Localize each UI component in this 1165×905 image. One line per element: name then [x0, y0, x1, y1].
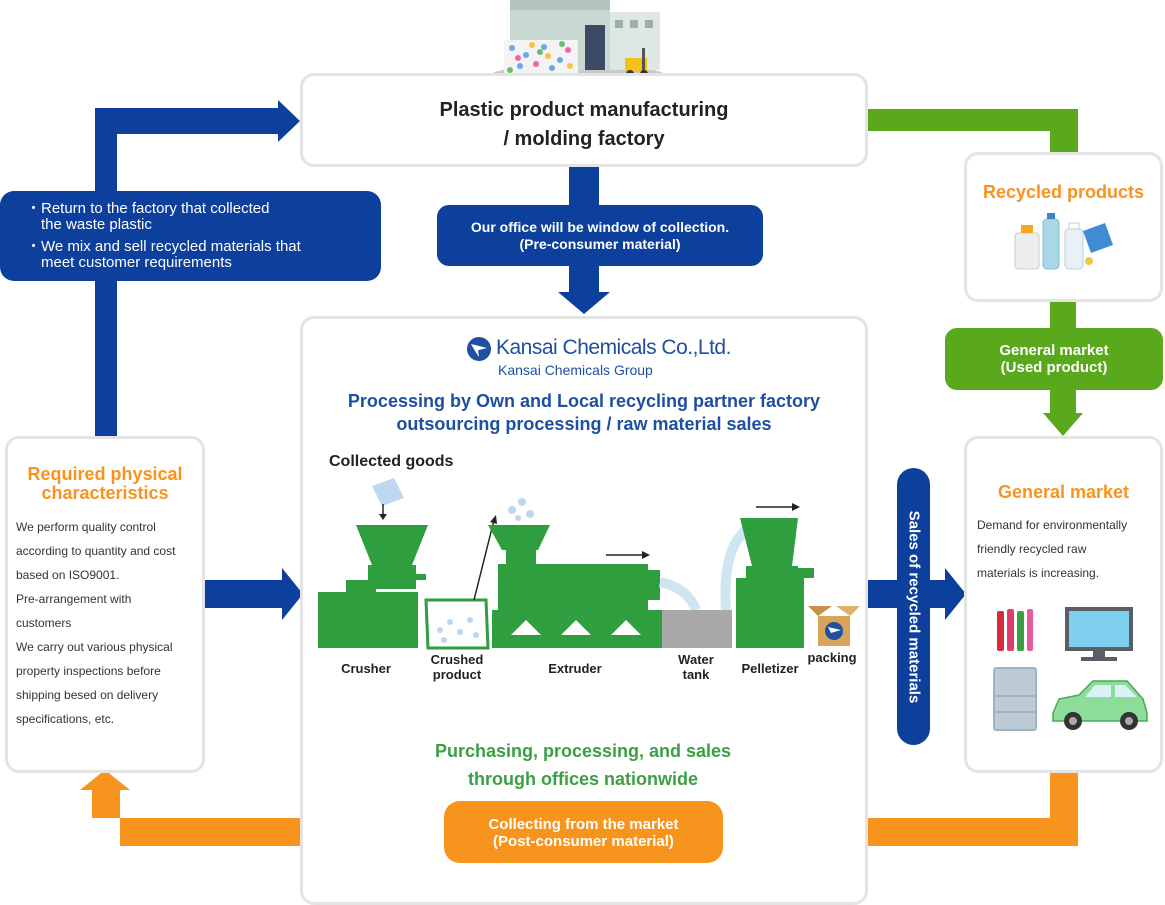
- supply-right-arrow: [205, 568, 303, 620]
- company-logo-icon: [467, 337, 491, 361]
- fridge-icon: [993, 667, 1037, 731]
- packing-box: [808, 606, 860, 646]
- required-title-line2: characteristics: [41, 483, 169, 503]
- processing-title-line1: Processing by Own and Local recycling pa…: [347, 391, 821, 411]
- general-market-text-line: materials is increasing.: [977, 566, 1100, 580]
- pelletizer-label: Pelletizer: [741, 661, 799, 676]
- factory-title-line1: Plastic product manufacturing: [439, 99, 729, 121]
- required-box: Required physical characteristics We per…: [5, 436, 205, 773]
- general-market-used-line2: (Used product): [1000, 359, 1108, 376]
- factory-illustration: [492, 0, 664, 82]
- general-market-text-line: friendly recycled raw: [977, 542, 1087, 556]
- crusher-machine: [318, 525, 428, 648]
- return-note-item1-line2: the waste plastic: [41, 216, 152, 233]
- collecting-pill: Collecting from the market (Post-consume…: [444, 801, 723, 863]
- general-market-text-line: Demand for environmentally: [977, 518, 1128, 532]
- required-text-line: specifications, etc.: [16, 712, 115, 726]
- factory-title-line2: / molding factory: [503, 128, 665, 150]
- general-market-used-line1: General market: [999, 342, 1109, 359]
- office-window-line2: (Pre-consumer material): [519, 236, 681, 252]
- general-market-title: General market: [997, 482, 1130, 502]
- required-title-line1: Required physical: [27, 464, 183, 484]
- water-tank-machine: [662, 610, 732, 648]
- company-name: Kansai Chemicals Co.,Ltd.: [496, 336, 731, 359]
- required-text-line: Pre-arrangement with: [16, 592, 132, 606]
- recycled-products-box: Recycled products: [964, 152, 1163, 302]
- green-top-arrow: [868, 109, 1078, 152]
- return-arrow-path: [95, 100, 300, 440]
- crushed-product-line2: product: [432, 667, 482, 682]
- required-text-line: based on ISO9001.: [16, 568, 120, 582]
- required-title: Required physical characteristics: [8, 465, 202, 503]
- water-tank-line2: tank: [682, 667, 710, 682]
- required-text-line: according to quantity and cost: [16, 544, 176, 558]
- packing-label: packing: [807, 650, 857, 665]
- general-market-used-pill: General market (Used product): [945, 328, 1163, 390]
- collecting-line2: (Post-consumer material): [493, 833, 674, 850]
- water-tank-line1: Water: [678, 652, 714, 667]
- general-market-text: Demand for environmentally friendly recy…: [977, 513, 1160, 585]
- crushed-product-line1: Crushed: [430, 652, 484, 667]
- office-window-pill: Our office will be window of collection.…: [437, 205, 763, 266]
- bottles-icon: [1014, 213, 1113, 270]
- crusher-label: Crusher: [341, 661, 391, 676]
- collected-goods-label: Collected goods: [329, 453, 454, 470]
- recycled-products-title: Recycled products: [982, 182, 1145, 202]
- return-note-item2-line1: ・We mix and sell recycled materials that: [26, 238, 301, 255]
- sales-vertical-pill: Sales of recycled materials: [897, 468, 930, 745]
- purchasing-line2: through offices nationwide: [468, 769, 698, 789]
- required-text-line: We perform quality control: [16, 520, 156, 534]
- processing-title-line2: outsourcing processing / raw material sa…: [396, 414, 772, 434]
- car-icon: [1052, 680, 1148, 730]
- purchasing-text: Purchasing, processing, and sales throug…: [300, 737, 866, 793]
- collecting-line1: Collecting from the market: [488, 816, 679, 833]
- general-market-box: General market Demand for environmentall…: [964, 436, 1163, 773]
- extruder-label: Extruder: [548, 661, 602, 676]
- required-text-line: property inspections before: [16, 664, 161, 678]
- crushed-product-tray: [424, 515, 497, 650]
- return-note-item1-line1: ・Return to the factory that collected: [26, 200, 270, 217]
- office-window-line1: Our office will be window of collection.: [470, 219, 730, 235]
- purchasing-line1: Purchasing, processing, and sales: [434, 741, 732, 761]
- crushed-product-label: Crushed product: [420, 652, 494, 682]
- required-text: We perform quality control according to …: [16, 515, 202, 731]
- sales-vertical-text: Sales of recycled materials: [905, 510, 922, 703]
- return-note-item2-line2: meet customer requirements: [41, 254, 232, 271]
- processing-title: Processing by Own and Local recycling pa…: [300, 390, 868, 436]
- required-text-line: shipping besed on delivery: [16, 688, 159, 702]
- monitor-icon: [1065, 607, 1133, 661]
- machine-illustration: [318, 478, 860, 650]
- required-text-line: We carry out various physical: [16, 640, 173, 654]
- factory-box: Plastic product manufacturing / molding …: [300, 73, 868, 167]
- company-group: Kansai Chemicals Group: [498, 362, 653, 378]
- pens-icon: [997, 609, 1033, 651]
- water-tank-label: Water tank: [666, 652, 726, 682]
- pelletizer-machine: [736, 518, 814, 648]
- required-text-line: customers: [16, 616, 72, 630]
- return-note: ・Return to the factory that collected th…: [0, 191, 381, 281]
